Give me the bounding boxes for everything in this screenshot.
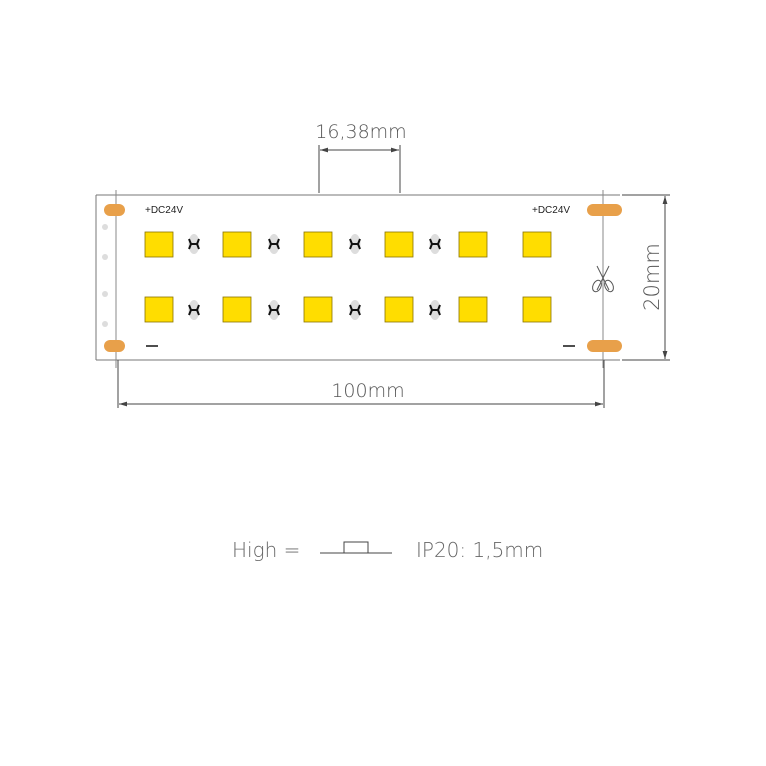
led-chip [522,296,552,323]
led-chip [522,231,552,258]
mounting-dots [102,224,108,327]
led-chip [458,231,488,258]
solder-pads [104,204,622,352]
height-symbol [320,541,392,554]
led-chip [458,296,488,323]
resistor [188,234,200,254]
resistor [349,234,361,254]
led-chip [303,296,333,323]
led-chip [222,231,252,258]
resistor [349,300,361,320]
high-label: High = [232,538,300,562]
led-chip [384,296,414,323]
led-chip [303,231,333,258]
resistor [429,234,441,254]
led-chip [144,231,174,258]
length-dimension-label: 100mm [331,380,404,402]
resistor [429,300,441,320]
positive-label-right: +DC24V [532,205,570,216]
length-dimension [117,360,605,408]
ip-rating-label: IP20: 1,5mm [416,538,543,562]
positive-label-left: +DC24V [145,205,183,216]
resistors [188,234,441,320]
led-chip [222,296,252,323]
scissors-icon [592,265,614,293]
pitch-dimension-label: 16,38mm [315,121,406,143]
width-dimension-label: 20mm [640,243,664,311]
led-chip [144,296,174,323]
resistor [188,300,200,320]
resistor [268,300,280,320]
strip-outline [95,194,620,361]
resistor [268,234,280,254]
led-chips [144,231,552,323]
led-chip [384,231,414,258]
width-dimension [622,194,670,361]
pitch-dimension [318,145,401,193]
